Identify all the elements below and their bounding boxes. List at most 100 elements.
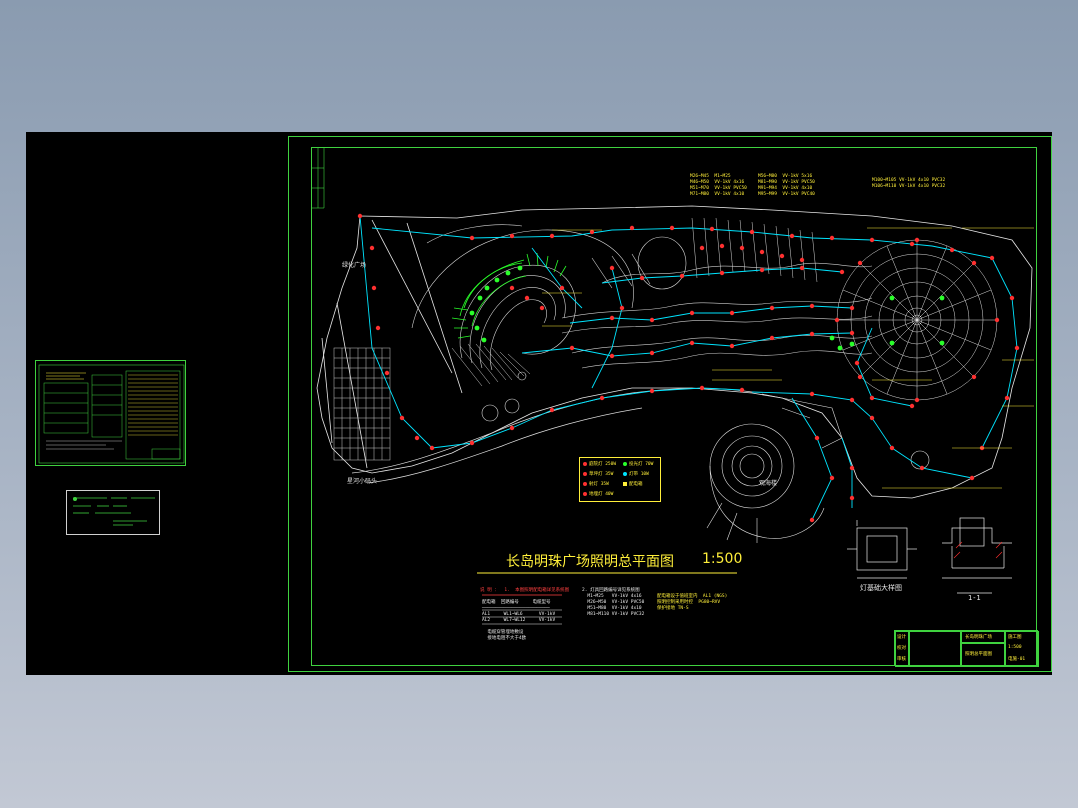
lamp-marker	[414, 435, 420, 441]
title-block: 设计 校对 审核 长岛明珠广场 照明总平面图 施工图 1:500 电施-01	[894, 630, 1039, 667]
note-block-2: M56~M80 VV-1kV 5x16 M81~M90 VV-1kV PVC50…	[758, 174, 815, 197]
pavilion	[706, 393, 843, 543]
lamp-marker	[609, 353, 615, 359]
lamp-marker	[1009, 295, 1015, 301]
lamp-marker	[729, 343, 735, 349]
tb-cell-names	[909, 631, 961, 667]
spot-lamp-icon	[583, 481, 587, 486]
lamp-marker	[829, 235, 835, 241]
lamp-marker	[729, 310, 735, 316]
legend-thumbnail[interactable]	[66, 490, 160, 535]
lamp-marker	[989, 255, 995, 261]
lamp-marker	[569, 345, 575, 351]
green-lamp-marker	[484, 285, 490, 291]
lamp-marker	[539, 305, 545, 311]
legend-item-1: 庭院灯 250W	[583, 461, 616, 467]
lamp-marker	[719, 243, 725, 249]
lamp-marker	[589, 229, 595, 235]
system-diagram-graphic	[38, 364, 185, 464]
lamp-marker	[971, 374, 977, 380]
lamp-marker	[629, 225, 635, 231]
lamp-marker	[809, 331, 815, 337]
lamp-marker	[839, 269, 845, 275]
tb-scale: 1:500	[1008, 645, 1022, 650]
lamp-marker	[719, 270, 725, 276]
legend-item-3: 射灯 35W	[583, 481, 609, 487]
green-lamp-marker	[517, 265, 523, 271]
lamp-marker	[854, 360, 860, 366]
shoreline-road	[351, 387, 753, 484]
lamp-marker	[914, 397, 920, 403]
green-lamp-marker	[469, 310, 475, 316]
lamp-marker	[849, 397, 855, 403]
drawing-sheet: 绿化广场 星河小码头 观海楼 M26~M45 M1~M25 M46~M50 VV…	[288, 136, 1052, 672]
amphitheater-seating	[451, 252, 567, 339]
site-plan-graphic[interactable]	[312, 148, 1038, 667]
legend-item-6: 灯带 10W	[623, 471, 649, 477]
green-lamp-markers	[469, 265, 945, 351]
lamp-marker	[384, 370, 390, 376]
legend-item-7: 配电箱	[623, 481, 643, 487]
lamp-marker	[889, 445, 895, 451]
lamp-marker	[399, 415, 405, 421]
tb-approver: 审核	[897, 657, 906, 662]
lamp-marker	[739, 387, 745, 393]
tb-checker: 校对	[897, 646, 906, 651]
lamp-marker	[639, 275, 645, 281]
green-lamp-marker	[939, 340, 945, 346]
legend-item-2: 草坪灯 35W	[583, 471, 613, 477]
lamp-marker	[689, 310, 695, 316]
cad-viewport[interactable]: 绿化广场 星河小码头 观海楼 M26~M45 M1~M25 M46~M50 VV…	[26, 132, 1052, 675]
area-label-building: 观海楼	[759, 480, 778, 487]
lighting-legend: 庭院灯 250W 草坪灯 35W 射灯 35W 地埋灯 40W 投光灯 70W …	[579, 457, 661, 502]
lamp-marker	[509, 425, 515, 431]
lamp-marker	[949, 247, 955, 253]
detail-plan	[847, 520, 917, 579]
lamp-marker	[769, 335, 775, 341]
lamp-marker	[1014, 345, 1020, 351]
legend-item-4: 地埋灯 40W	[583, 491, 613, 497]
lamp-marker	[709, 226, 715, 232]
lamp-marker	[994, 317, 1000, 323]
lamp-marker	[749, 229, 755, 235]
green-lamp-marker	[889, 295, 895, 301]
notes-list-2: 配电箱设于值班室内 AL1 (NGS) 照明控制采用时控 PG80~RVV 保护…	[657, 594, 728, 611]
green-lamp-marker	[939, 295, 945, 301]
system-diagram-thumbnail[interactable]	[35, 360, 186, 466]
lamp-marker	[375, 325, 381, 331]
tb-cell-roles	[895, 631, 909, 667]
lamp-markers	[357, 213, 1020, 523]
green-lamp-marker	[494, 277, 500, 283]
notes-heading: 说 明 ： 1. 本图照明配电箱详见系统图	[480, 588, 570, 593]
lamp-marker	[914, 237, 920, 243]
lamp-marker	[857, 260, 863, 266]
lamp-marker	[679, 273, 685, 279]
lamp-marker	[809, 303, 815, 309]
lamp-marker	[357, 213, 363, 219]
notes-list: 2. 灯具回路编号详见系统图 M1~M25 VV-1kV 4x16 M26~M5…	[582, 588, 645, 617]
lamp-marker	[799, 265, 805, 271]
lamp-marker	[469, 235, 475, 241]
green-lamp-marker	[481, 337, 487, 343]
tb-sheet-no: 电施-01	[1008, 657, 1026, 662]
lamp-marker	[619, 305, 625, 311]
lamp-marker	[849, 330, 855, 336]
green-lamp-marker	[505, 270, 511, 276]
parking-grid	[333, 347, 391, 461]
lawn-lamp-icon	[583, 471, 587, 476]
frame-marks	[312, 148, 325, 209]
stepped-fan	[451, 343, 531, 387]
callout-leaders	[542, 227, 1034, 489]
lamp-marker	[739, 245, 745, 251]
lamp-marker	[699, 385, 705, 391]
drawing-scale: 1:500	[702, 551, 743, 567]
lamp-marker	[649, 350, 655, 356]
lamp-marker	[669, 225, 675, 231]
lamp-marker	[509, 233, 515, 239]
lamp-marker	[609, 315, 615, 321]
lamp-marker	[849, 495, 855, 501]
lamp-marker	[971, 260, 977, 266]
lamp-marker	[869, 395, 875, 401]
lamp-post-icon	[583, 461, 587, 466]
note-block-3: M100~M105 VV-1kV 4x10 PVC32 M106~M110 VV…	[872, 178, 946, 189]
